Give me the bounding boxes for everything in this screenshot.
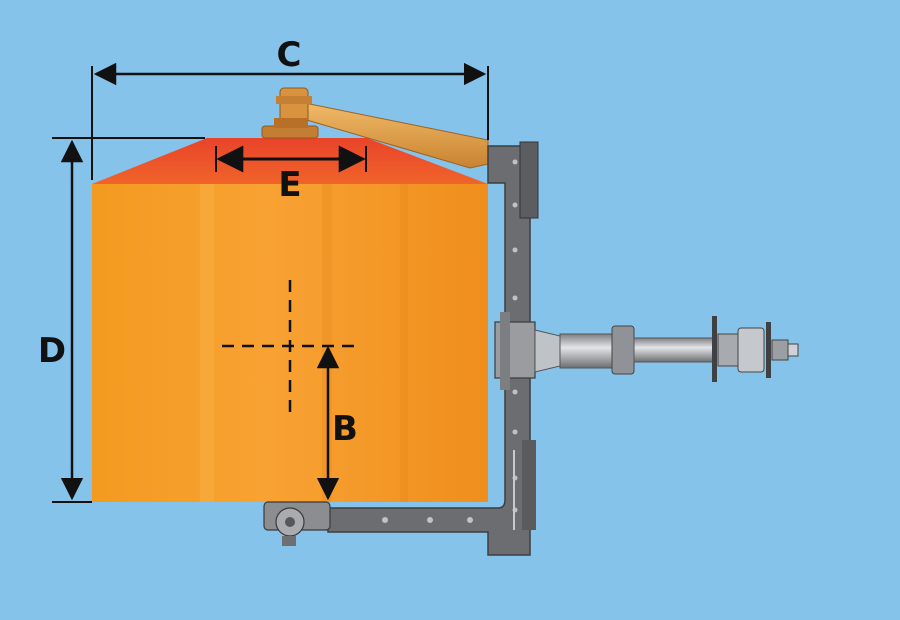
support-bracket xyxy=(327,141,539,556)
boom-arm xyxy=(261,87,489,169)
mixer-shaft xyxy=(494,312,799,390)
dimension-c-label: C xyxy=(277,35,302,75)
bottom-swivel xyxy=(263,501,331,546)
dimension-b-label: B xyxy=(332,409,358,449)
tank-body-shading xyxy=(200,184,408,502)
dimension-d: D xyxy=(38,137,205,503)
dimension-e: E xyxy=(215,145,367,205)
dimension-e-label: E xyxy=(278,165,301,205)
dimension-b: B xyxy=(316,345,358,501)
dimension-d-label: D xyxy=(38,331,66,371)
dimension-c: C xyxy=(91,35,489,180)
